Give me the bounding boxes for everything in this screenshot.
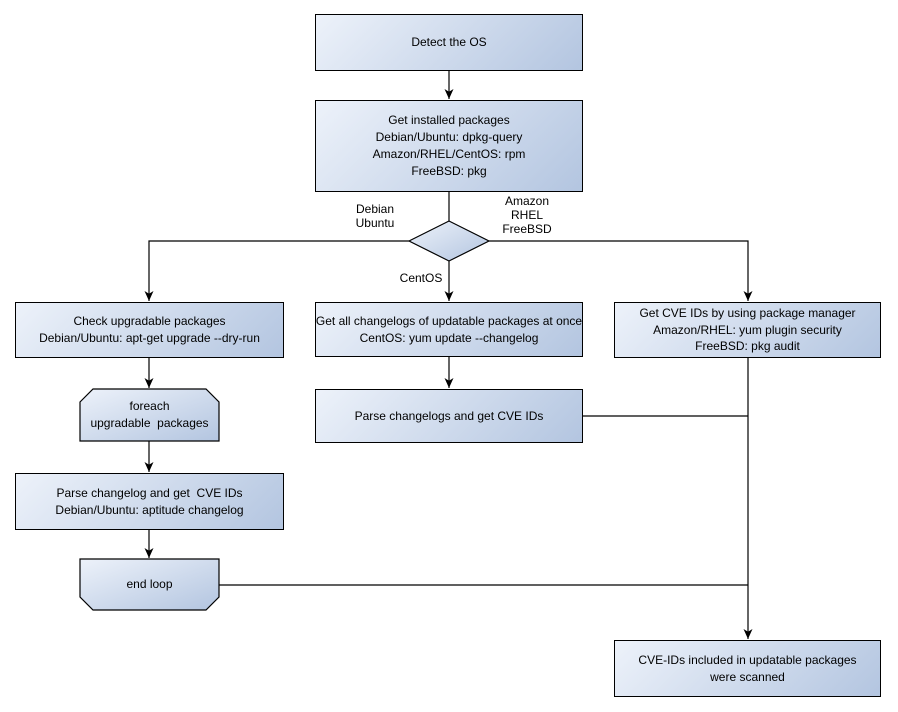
node-parse-changelog-debian: Parse changelog and get CVE IDs Debian/U… [15,473,284,530]
edge-label-debian-ubuntu: Debian Ubuntu [355,202,395,230]
loop-end-label: end loop [126,577,173,592]
connector-decision-to-left-branch [144,240,409,301]
loop-end-shape [79,558,220,611]
loop-start-foreach-label: foreach upgradable packages [90,399,209,430]
decision-diamond [407,220,491,262]
node-check-upgradable-packages: Check upgradable packages Debian/Ubuntu:… [15,302,284,358]
node-get-installed-packages: Get installed packages Debian/Ubuntu: dp… [315,100,583,192]
node-get-all-changelogs: Get all changelogs of updatable packages… [315,302,583,357]
node-result-scanned: CVE-IDs included in updatable packages w… [614,640,881,697]
edge-label-centos: CentOS [399,271,443,285]
connector-decision-to-right-branch [489,240,753,301]
node-get-cve-ids-package-manager: Get CVE IDs by using package manager Ama… [614,302,881,358]
loop-start-shape [79,388,220,442]
node-parse-changelogs-centos: Parse changelogs and get CVE IDs [315,389,583,443]
edge-label-amazon-rhel-freebsd: Amazon RHEL FreeBSD [502,194,552,236]
node-detect-os: Detect the OS [315,14,583,71]
